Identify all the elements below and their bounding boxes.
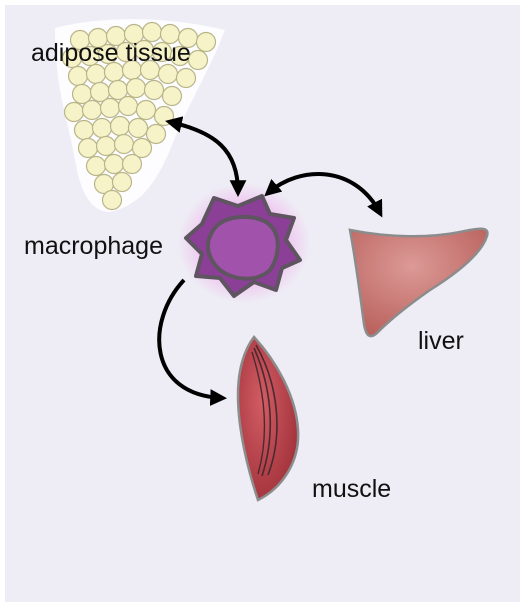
adipocyte-cell <box>77 137 99 159</box>
adipocyte-cell <box>195 31 217 53</box>
adipocyte-cell <box>85 63 107 85</box>
adipocyte-cell <box>111 171 133 193</box>
adipocyte-cell <box>161 85 183 107</box>
muscle-label: muscle <box>312 475 392 503</box>
adipocyte-cell <box>99 97 121 119</box>
adipocyte-cell <box>95 135 117 157</box>
adipocyte-cell <box>63 101 85 123</box>
arrow-macrophage-muscle <box>157 278 228 406</box>
adipocyte-cell <box>121 153 143 175</box>
adipocyte-cell <box>127 117 149 139</box>
adipose-tissue-label: adipose tissue <box>31 39 191 67</box>
adipocyte-cell <box>91 117 113 139</box>
liver-icon <box>348 227 489 338</box>
adipocyte-cell <box>103 153 125 175</box>
adipocyte-cell <box>187 49 209 71</box>
arrow-adipose-macrophage <box>165 116 247 198</box>
adipocyte-cell <box>175 67 197 89</box>
adipose-tissue-icon <box>55 19 225 212</box>
adipocyte-cell <box>67 65 89 87</box>
macrophage-icon <box>178 183 310 303</box>
adipocyte-cell <box>135 99 157 121</box>
adipocyte-cell <box>157 63 179 85</box>
adipocyte-cell <box>81 99 103 121</box>
adipocyte-cell <box>73 119 95 141</box>
adipocyte-cell <box>125 77 147 99</box>
adipocyte-cell <box>109 115 131 137</box>
liver-label: liver <box>418 327 464 355</box>
adipocyte-cell <box>145 123 167 145</box>
muscle-icon <box>236 335 300 502</box>
adipocyte-cell <box>117 95 139 117</box>
macrophage-label: macrophage <box>24 232 163 260</box>
adipocyte-cell <box>85 155 107 177</box>
arrow-macrophage-liver <box>264 172 383 218</box>
adipocyte-cell <box>101 189 123 211</box>
adipocyte-cell <box>131 137 153 159</box>
adipocyte-cell <box>143 79 165 101</box>
adipocyte-cell <box>113 133 135 155</box>
